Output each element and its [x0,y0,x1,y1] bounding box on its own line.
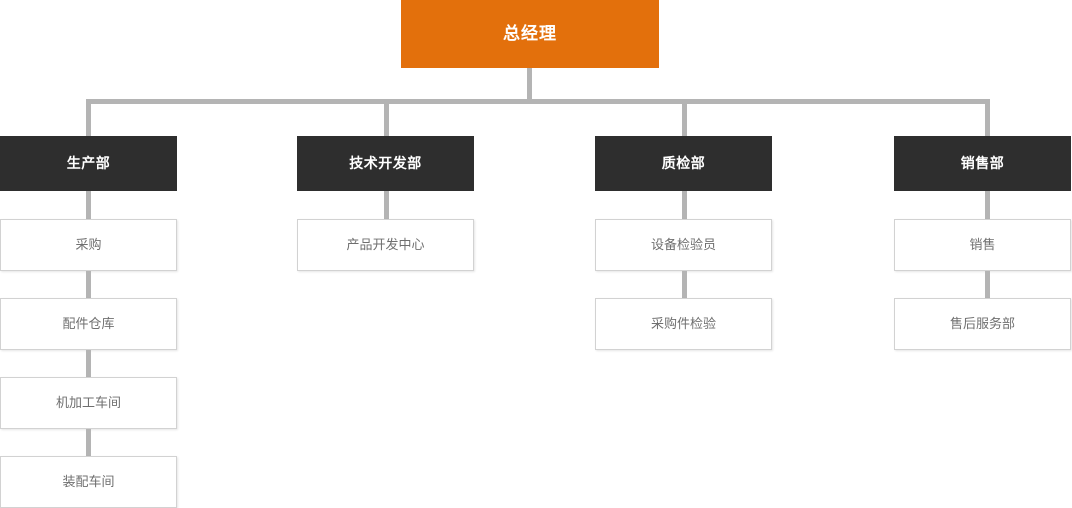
node-unit-4-1-label: 销售 [969,236,996,252]
connector-unit4-1-to-unit4-2 [985,271,990,298]
connector-bus-to-dept-4 [985,99,990,136]
node-department-1-label: 生产部 [66,154,111,171]
node-department-2-label: 技术开发部 [349,154,422,171]
node-unit-3-2-label: 采购件检验 [650,315,716,331]
node-unit-4-1[interactable]: 销售 [894,219,1071,271]
connector-unit1-3-to-unit1-4 [86,429,91,456]
node-unit-1-4-label: 装配车间 [62,473,115,489]
node-unit-2-1[interactable]: 产品开发中心 [297,219,474,271]
node-unit-4-2-label: 售后服务部 [949,315,1015,331]
node-unit-3-1-label: 设备检验员 [650,236,716,252]
connector-unit1-1-to-unit1-2 [86,271,91,298]
node-unit-1-1-label: 采购 [75,236,102,252]
node-unit-3-1[interactable]: 设备检验员 [595,219,772,271]
connector-dept4-to-unit1 [985,191,990,219]
node-department-1[interactable]: 生产部 [0,136,177,191]
connector-horizontal-bus [86,99,990,104]
node-root-general-manager[interactable]: 总经理 [401,0,659,68]
connector-root-stem [527,68,532,101]
connector-dept1-to-unit1 [86,191,91,219]
connector-unit3-1-to-unit3-2 [682,271,687,298]
node-unit-1-2-label: 配件仓库 [62,315,115,331]
node-unit-3-2[interactable]: 采购件检验 [595,298,772,350]
node-unit-2-1-label: 产品开发中心 [346,236,425,252]
node-unit-1-3[interactable]: 机加工车间 [0,377,177,429]
node-unit-1-1[interactable]: 采购 [0,219,177,271]
connector-bus-to-dept-3 [682,99,687,136]
connector-dept3-to-unit1 [682,191,687,219]
connector-bus-to-dept-1 [86,99,91,136]
node-unit-1-3-label: 机加工车间 [55,394,121,410]
node-department-2[interactable]: 技术开发部 [297,136,474,191]
node-department-4-label: 销售部 [960,154,1005,171]
connector-bus-to-dept-2 [384,99,389,136]
node-unit-4-2[interactable]: 售后服务部 [894,298,1071,350]
connector-dept2-to-unit1 [384,191,389,219]
node-department-3-label: 质检部 [661,154,706,171]
node-unit-1-4[interactable]: 装配车间 [0,456,177,508]
node-root-label: 总经理 [503,24,557,44]
node-department-4[interactable]: 销售部 [894,136,1071,191]
connector-unit1-2-to-unit1-3 [86,350,91,377]
node-department-3[interactable]: 质检部 [595,136,772,191]
node-unit-1-2[interactable]: 配件仓库 [0,298,177,350]
